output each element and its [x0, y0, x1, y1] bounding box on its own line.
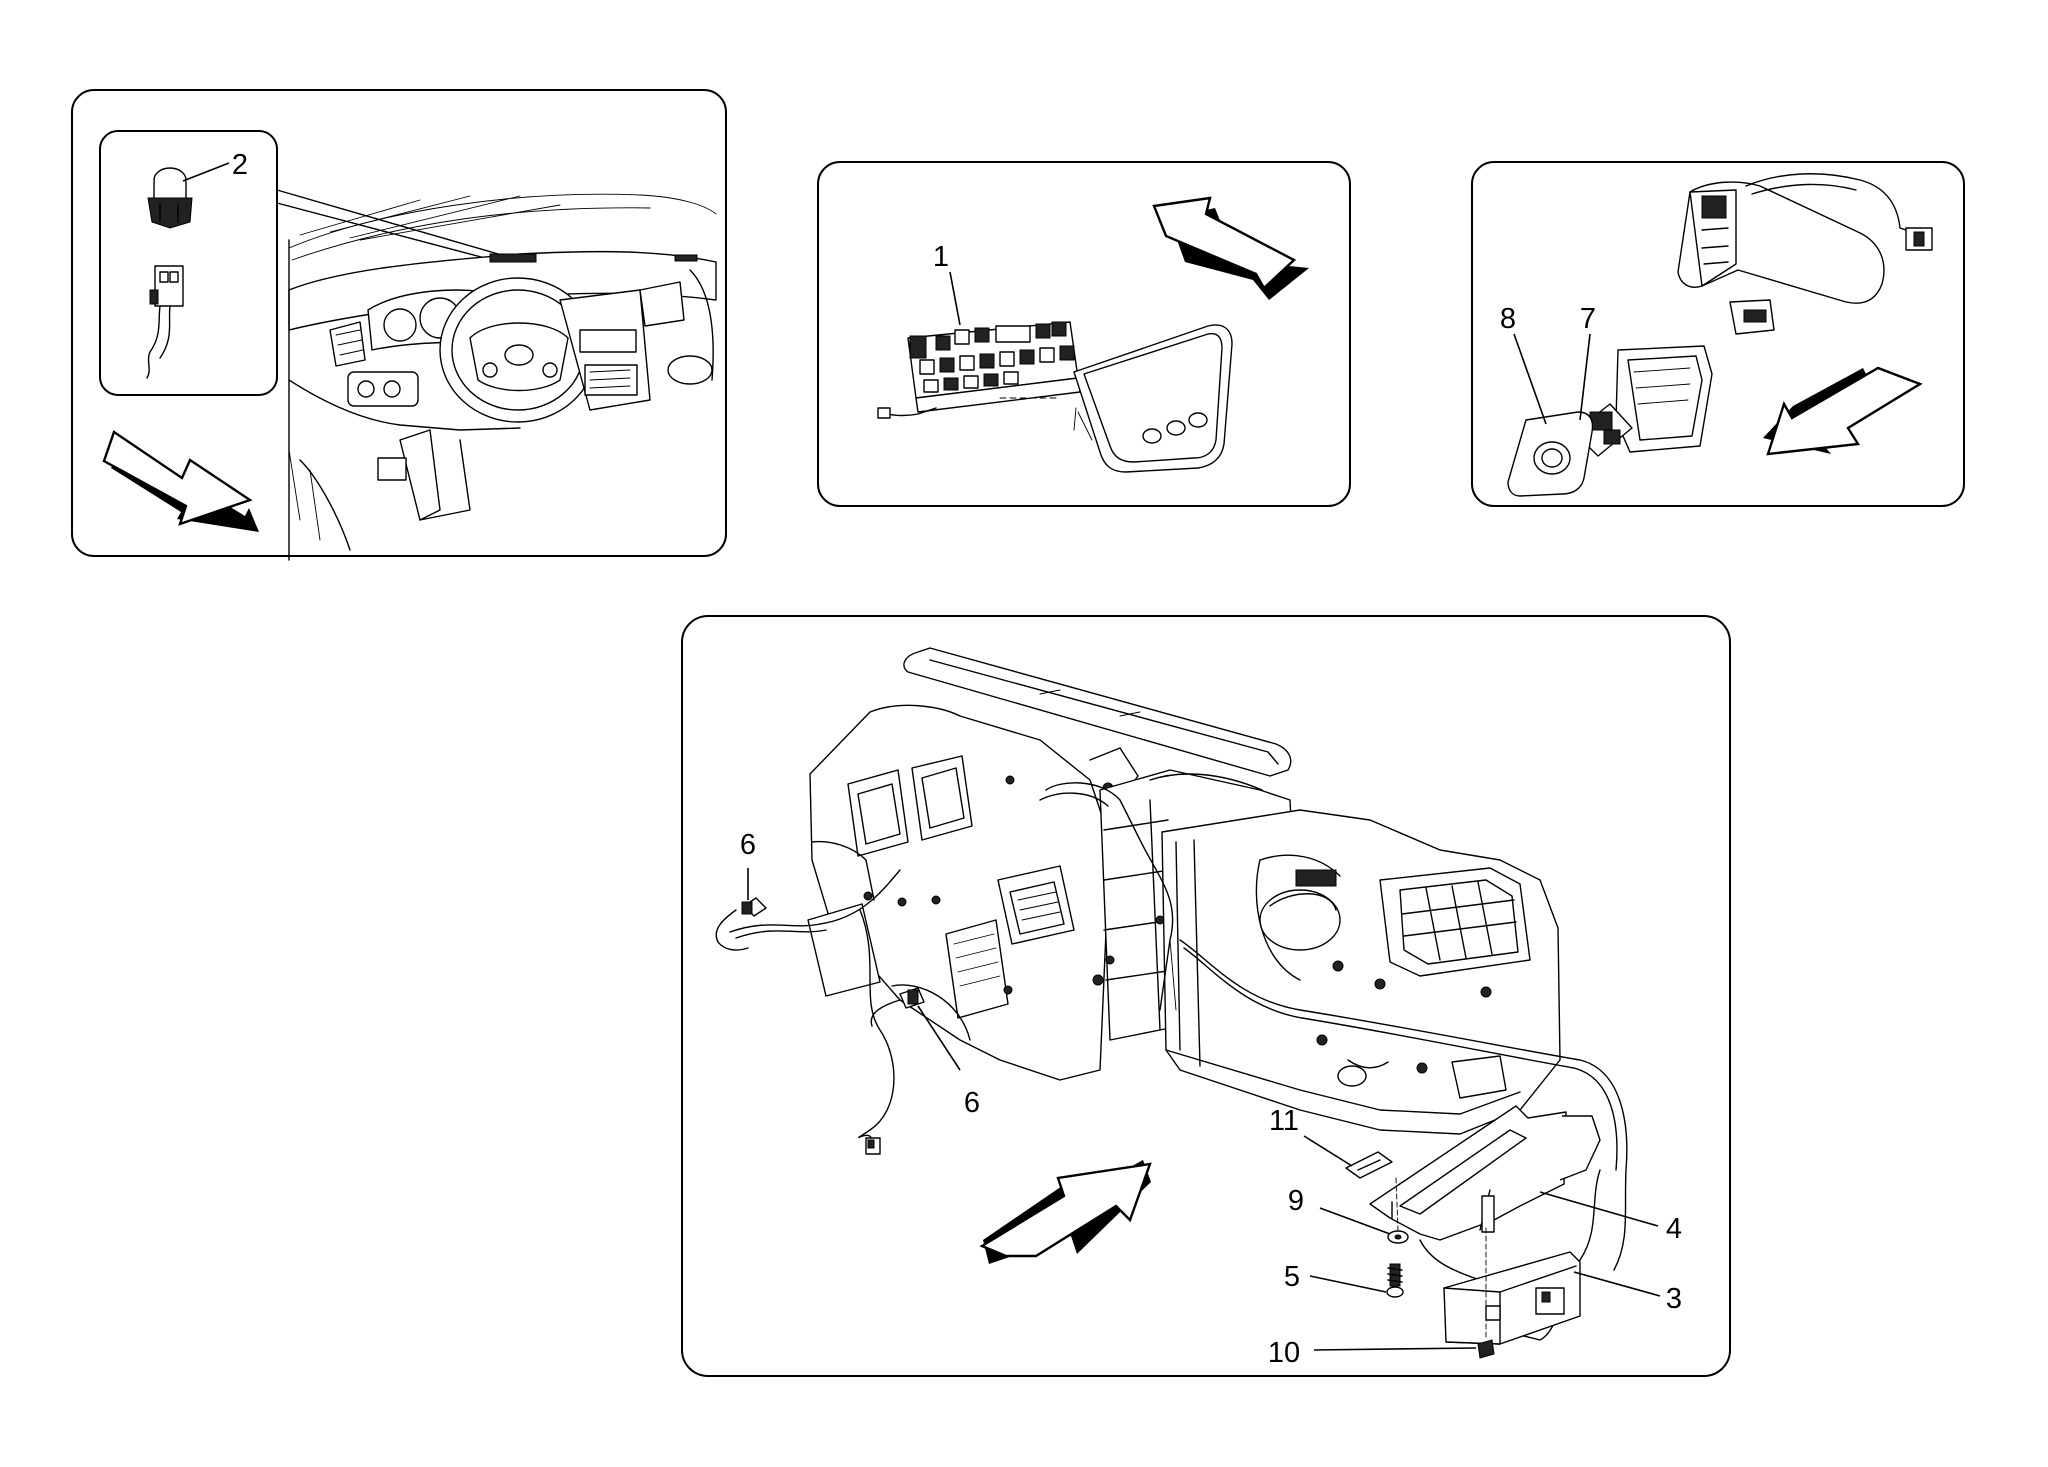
wiring-harness — [729, 782, 1628, 1341]
callout-4: 4 — [1666, 1213, 1682, 1245]
climate-control-unit — [877, 271, 1081, 419]
dashboard-illustration — [288, 193, 717, 561]
sensor-inset — [99, 130, 278, 396]
temp-sensor-6-lower — [865, 987, 961, 1155]
leader-6-lower — [917, 1005, 961, 1071]
panel-dashboard-sensor — [71, 89, 727, 561]
overhead-housing — [1677, 173, 1933, 304]
callout-1: 1 — [933, 241, 949, 273]
nut-part-10 — [1477, 1227, 1495, 1359]
direction-arrow-b — [1152, 196, 1309, 300]
leader-10 — [1313, 1347, 1477, 1351]
screw-part-5 — [1386, 1263, 1404, 1298]
lamp-housing — [1615, 345, 1713, 453]
small-switch — [1729, 299, 1775, 335]
panel-climate-control — [817, 161, 1351, 507]
panel-hvac-assembly — [681, 615, 1731, 1377]
leader-2 — [182, 162, 230, 182]
leader-4 — [1539, 1191, 1659, 1227]
callout-11: 11 — [1269, 1105, 1299, 1137]
callout-6-lower: 6 — [964, 1087, 980, 1119]
direction-arrow-c — [1763, 366, 1923, 456]
callout-5: 5 — [1284, 1261, 1300, 1293]
cover-part-8 — [1507, 411, 1594, 497]
leader-7 — [1579, 333, 1591, 421]
leader-9 — [1319, 1207, 1391, 1235]
washer-part-9 — [1387, 1177, 1409, 1244]
callout-6-left: 6 — [740, 829, 756, 861]
temp-sensor-6-left — [715, 868, 767, 951]
leader-1 — [949, 271, 961, 326]
callout-3: 3 — [1666, 1283, 1682, 1315]
callout-9: 9 — [1288, 1185, 1304, 1217]
leader-11 — [1303, 1135, 1353, 1167]
shim-part-11 — [1345, 1151, 1393, 1179]
panel-interior-sensor — [1471, 161, 1965, 507]
direction-arrow-a — [102, 430, 259, 532]
callout-10: 10 — [1268, 1337, 1300, 1369]
callout-7: 7 — [1580, 303, 1596, 335]
top-duct — [903, 647, 1292, 777]
bracket-part-4 — [1369, 1105, 1601, 1241]
leader-3 — [1573, 1271, 1661, 1297]
callout-8: 8 — [1500, 303, 1516, 335]
leader-5 — [1309, 1275, 1387, 1293]
direction-arrow-d — [979, 1160, 1152, 1264]
blower-housing — [1161, 809, 1561, 1135]
control-bezel — [999, 324, 1233, 473]
callout-2: 2 — [232, 149, 248, 181]
leader-8 — [1513, 333, 1547, 425]
